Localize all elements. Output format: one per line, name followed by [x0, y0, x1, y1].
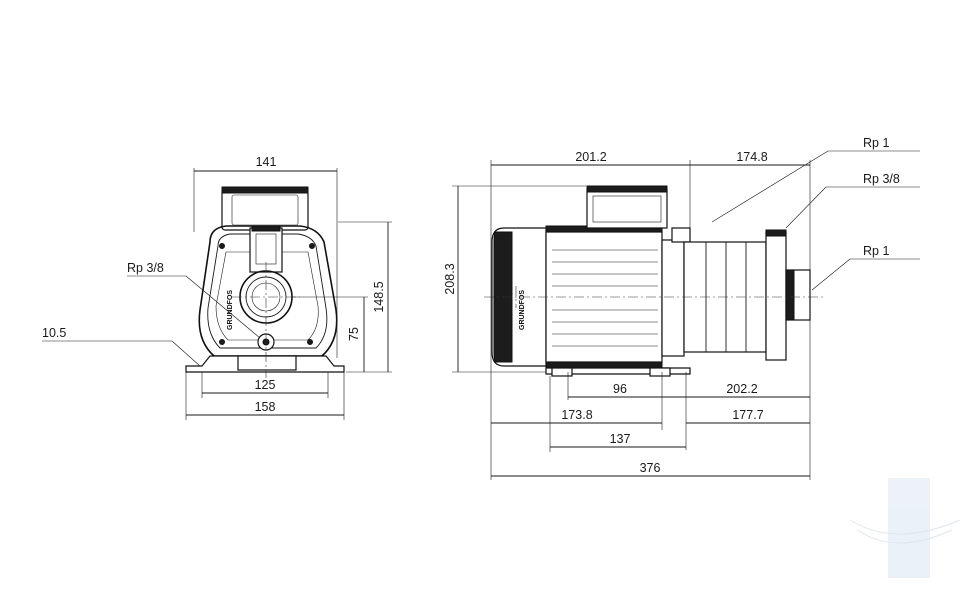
- dim-label-174-8: 174.8: [736, 150, 767, 164]
- side-view: GRUNDFOS 201.2 174.8 208.3: [443, 136, 920, 480]
- leader-rp1-top-angled: [711, 150, 829, 223]
- dim-label-96: 96: [613, 382, 627, 396]
- dim-label-201-2: 201.2: [575, 150, 606, 164]
- pump-head: [765, 231, 787, 361]
- pump-housing-inner: [207, 233, 328, 349]
- dim-label-125: 125: [255, 378, 276, 392]
- side-foot-left: [551, 367, 573, 377]
- pump-head-top: [765, 229, 787, 237]
- dim-label-202-2: 202.2: [726, 382, 757, 396]
- pump-flange: [661, 239, 685, 357]
- label-rp1-side: Rp 1: [863, 244, 889, 258]
- label-rp38-side: Rp 3/8: [863, 172, 900, 186]
- pump-housing: [198, 225, 338, 357]
- front-view: GRUNDFOS 141 148.5 75 125 158: [42, 155, 392, 420]
- discharge-port-cap: [251, 225, 281, 232]
- terminal-box: [221, 189, 309, 231]
- suction-port-outer: [239, 270, 293, 324]
- dim-label-173-8: 173.8: [561, 408, 592, 422]
- brand-logo-side: GRUNDFOS: [519, 290, 526, 330]
- label-rp38-front: Rp 3/8: [127, 261, 164, 275]
- leader-line-rp38-front-angled: [185, 275, 261, 339]
- watermark-logo: [849, 478, 961, 578]
- terminal-box-side: [586, 189, 668, 229]
- brand-logo-front: GRUNDFOS: [227, 290, 234, 330]
- watermark-bar: [888, 478, 930, 578]
- leader-line-10-5-angled: [171, 340, 201, 367]
- dim-label-10-5: 10.5: [42, 326, 66, 340]
- side-foot-right: [649, 367, 671, 377]
- bolt-icon: [307, 339, 313, 345]
- bolt-icon: [309, 243, 315, 249]
- motor-bottom-edge: [545, 361, 663, 369]
- terminal-box-side-lid: [586, 185, 668, 193]
- bolt-icon: [219, 339, 225, 345]
- label-rp1-top: Rp 1: [863, 136, 889, 150]
- dim-label-376: 376: [640, 461, 661, 475]
- dim-label-148-5: 148.5: [372, 281, 386, 312]
- terminal-box-inner: [231, 194, 299, 226]
- base-center-block: [237, 355, 297, 371]
- leader-rp38-side-angled: [785, 186, 827, 229]
- leader-rp1-side-angled: [811, 258, 851, 291]
- dim-label-137: 137: [610, 432, 631, 446]
- dim-label-141: 141: [256, 155, 277, 169]
- dim-label-208-3: 208.3: [443, 263, 457, 294]
- discharge-nozzle: [671, 227, 691, 243]
- terminal-box-lid: [221, 186, 309, 194]
- terminal-box-side-inner: [592, 195, 662, 223]
- dim-label-177-7: 177.7: [732, 408, 763, 422]
- suction-nozzle-shade: [785, 269, 795, 321]
- dim-label-75: 75: [347, 327, 361, 341]
- watermark-arc: [857, 529, 953, 544]
- watermark-arc: [849, 519, 961, 535]
- dim-label-158: 158: [255, 400, 276, 414]
- bolt-icon: [219, 243, 225, 249]
